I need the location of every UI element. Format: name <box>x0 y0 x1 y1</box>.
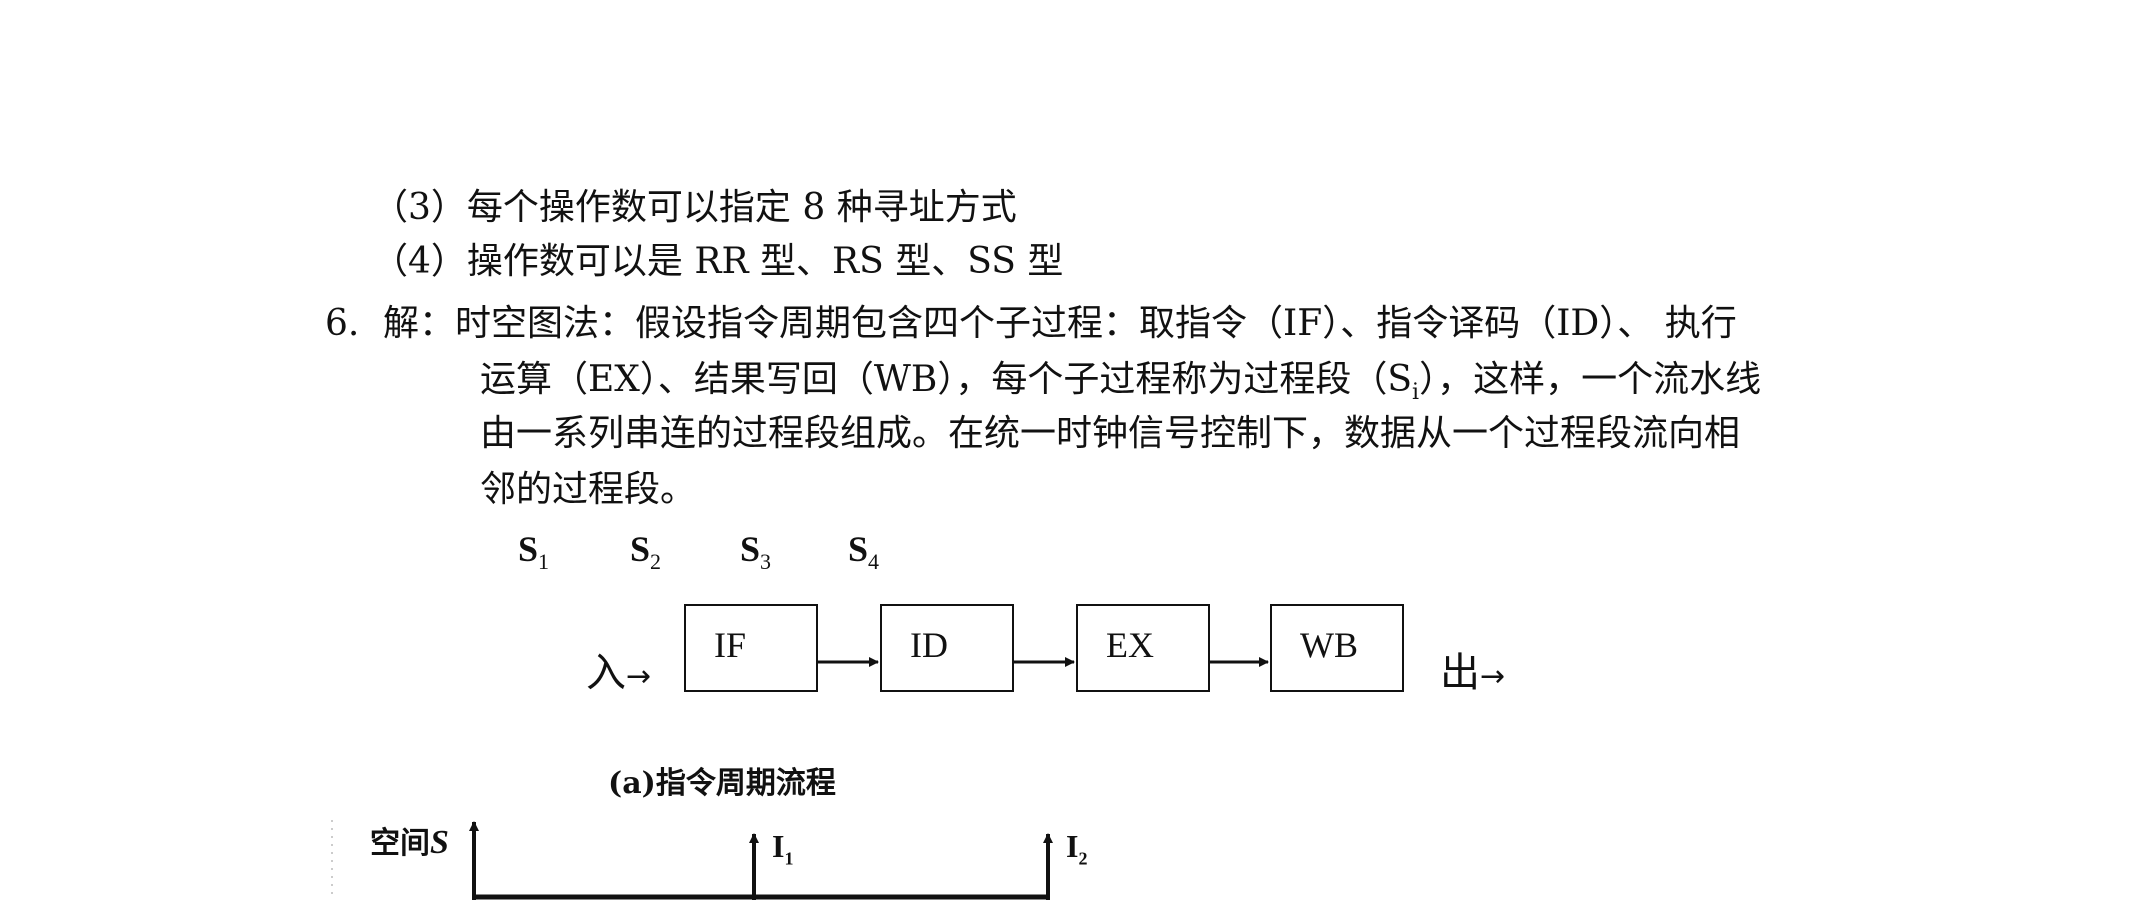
question-6-text-2b: ），这样，一个流水线 <box>1419 359 1762 400</box>
stage-label-s1: S1 <box>518 529 550 575</box>
input-arrow-icon: → <box>626 659 652 694</box>
stage-box-ex: EX <box>1076 604 1210 692</box>
stage-box-if: IF <box>684 604 818 692</box>
stage-box-wb: WB <box>1270 604 1404 692</box>
question-number: 6. <box>325 303 360 344</box>
question-6-line-3: 由一系列串连的过程段组成。在统一时钟信号控制下，数据从一个过程段流向相 <box>480 413 1741 454</box>
stage-label-s2: S2 <box>630 529 662 575</box>
question-6-line-2: 运算（EX）、结果写回（WB），每个子过程称为过程段（Si），这样，一个流水线 <box>480 358 1761 415</box>
stage-label-s3: S3 <box>740 529 772 575</box>
question-6-line-4: 邻的过程段。 <box>480 469 697 510</box>
answer-item-3: （3）每个操作数可以指定 8 种寻址方式 <box>372 187 1017 228</box>
output-arrow-icon: → <box>1480 659 1506 694</box>
instruction-label-i2: I2 <box>1066 828 1088 869</box>
question-6-text-2a: 运算（EX）、结果写回（WB），每个子过程称为过程段（S <box>480 359 1413 400</box>
output-label: 出→ <box>1440 650 1506 696</box>
question-6-text-1: 解：时空图法：假设指令周期包含四个子过程：取指令（IF）、指令译码（ID）、 执… <box>383 303 1737 344</box>
diagram-caption: (a)指令周期流程 <box>608 766 836 801</box>
answer-item-4: （4）操作数可以是 RR 型、RS 型、SS 型 <box>372 241 1064 282</box>
question-6-line-1: 6. 解：时空图法：假设指令周期包含四个子过程：取指令（IF）、指令译码（ID）、… <box>325 302 1737 346</box>
instruction-label-i1: I1 <box>772 828 794 869</box>
stage-label-s4: S4 <box>848 529 880 575</box>
input-label: 入→ <box>586 650 652 696</box>
subscript-i: i <box>1412 380 1420 406</box>
stage-box-id: ID <box>880 604 1014 692</box>
space-axis-label: 空间S <box>370 824 449 861</box>
